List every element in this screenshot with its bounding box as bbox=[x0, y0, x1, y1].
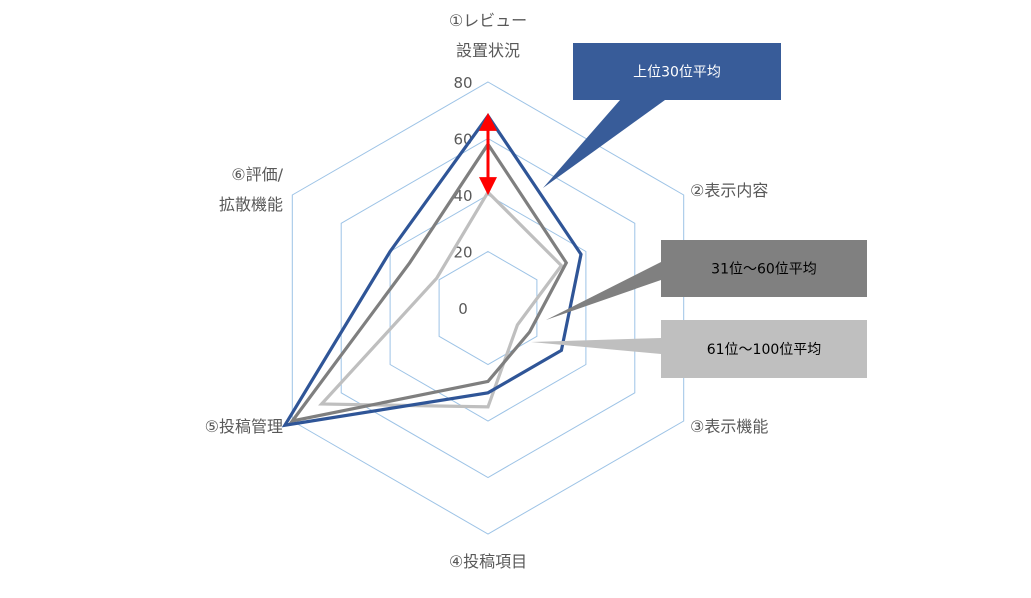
grid-ring bbox=[340, 137, 636, 479]
callout-pointer bbox=[543, 100, 665, 188]
callout-box: 31位～60位平均 bbox=[546, 240, 867, 320]
grid-ring bbox=[438, 250, 538, 366]
callout-box: 61位～100位平均 bbox=[531, 320, 867, 378]
callout-pointer bbox=[531, 338, 661, 354]
series-line bbox=[318, 189, 564, 409]
axis-label: ②表示内容 bbox=[690, 181, 768, 200]
callout-label: 上位30位平均 bbox=[633, 65, 721, 81]
axis-label: ①レビュー設置状況 bbox=[449, 11, 527, 60]
series-line bbox=[281, 113, 583, 428]
callout-box: 上位30位平均 bbox=[543, 43, 781, 188]
callout-rect bbox=[661, 240, 867, 297]
axis-labels: ①レビュー設置状況 ②表示内容 ③表示機能 ④投稿項目 ⑤投稿管理 ⑥評価/拡散機能 bbox=[205, 11, 769, 571]
tick-label: 20 bbox=[453, 244, 472, 262]
callout-label: 31位～60位平均 bbox=[711, 262, 817, 278]
callouts: 上位30位平均 31位～60位平均 61位～100位平均 bbox=[531, 43, 867, 378]
callout-rect bbox=[661, 320, 867, 378]
callout-label: 61位～100位平均 bbox=[707, 342, 822, 358]
axis-label: ③表示機能 bbox=[690, 417, 768, 436]
callout-rect bbox=[573, 43, 781, 100]
grid-ring bbox=[389, 194, 587, 422]
series bbox=[281, 113, 583, 428]
axis-label: ⑥評価/拡散機能 bbox=[219, 165, 284, 214]
axis-label: ⑤投稿管理 bbox=[205, 417, 283, 436]
tick-label: 80 bbox=[453, 74, 472, 92]
series-line bbox=[288, 141, 569, 424]
axis-label: ④投稿項目 bbox=[449, 552, 527, 571]
tick-label: 0 bbox=[458, 300, 468, 318]
grid-ring bbox=[291, 81, 685, 535]
callout-pointer bbox=[546, 262, 661, 320]
